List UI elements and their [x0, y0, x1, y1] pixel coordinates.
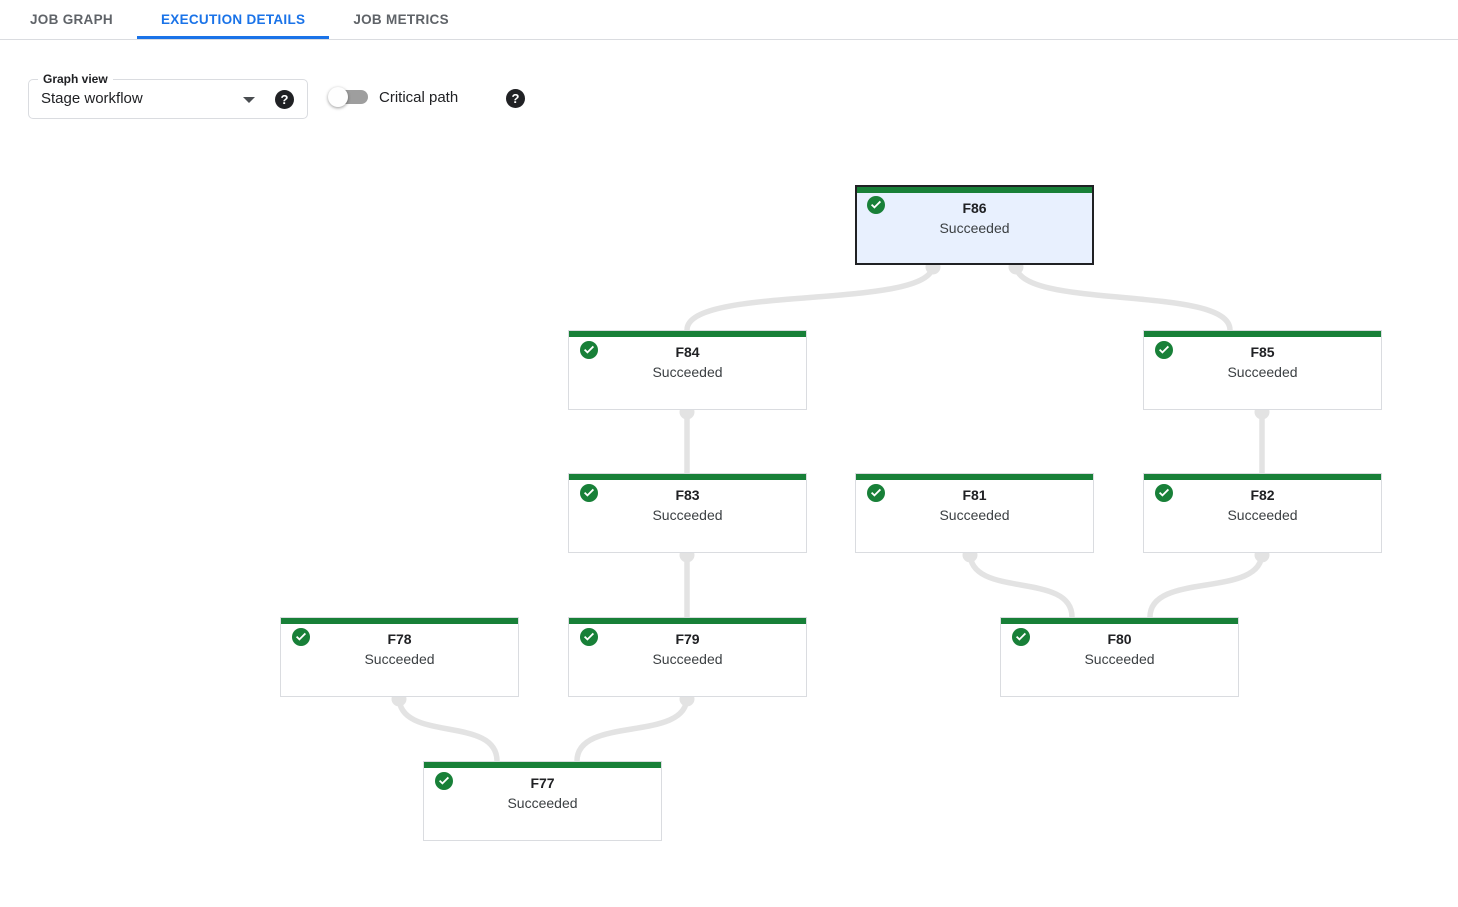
node-title: F82	[1250, 487, 1275, 503]
node-title: F85	[1250, 344, 1275, 360]
node-status-text: Succeeded	[507, 795, 578, 811]
node-status-bar	[424, 762, 661, 768]
stage-node-F79[interactable]: F79 Succeeded	[568, 617, 807, 697]
node-title: F83	[675, 487, 700, 503]
stage-node-F81[interactable]: F81 Succeeded	[855, 473, 1094, 553]
check-circle-icon	[292, 628, 310, 646]
node-status-bar	[1001, 618, 1238, 624]
graph-view-label: Graph view	[38, 71, 113, 87]
stage-node-F82[interactable]: F82 Succeeded	[1143, 473, 1382, 553]
critical-path-label: Critical path	[379, 89, 459, 106]
node-title: F81	[962, 487, 987, 503]
node-title: F78	[387, 631, 412, 647]
graph-view-value: Stage workflow	[41, 90, 143, 107]
check-circle-icon	[867, 484, 885, 502]
node-status-bar	[281, 618, 518, 624]
node-title: F80	[1107, 631, 1132, 647]
tab-execution-details[interactable]: EXECUTION DETAILS	[137, 0, 329, 39]
edge-F86-F84	[684, 264, 936, 331]
tab-job-metrics[interactable]: JOB METRICS	[353, 12, 449, 27]
stage-node-F78[interactable]: F78 Succeeded	[280, 617, 519, 697]
check-circle-icon	[1012, 628, 1030, 646]
check-circle-icon	[580, 341, 598, 359]
node-status-text: Succeeded	[1227, 364, 1298, 380]
critical-path-help-icon[interactable]: ?	[506, 89, 525, 108]
node-title: F79	[675, 631, 700, 647]
node-title: F77	[530, 775, 555, 791]
node-status-bar	[1144, 474, 1381, 480]
stage-node-F85[interactable]: F85 Succeeded	[1143, 330, 1382, 410]
stage-node-F86[interactable]: F86 Succeeded	[855, 185, 1094, 265]
check-circle-icon	[580, 628, 598, 646]
node-status-text: Succeeded	[652, 507, 723, 523]
node-status-text: Succeeded	[652, 651, 723, 667]
graph-view-select[interactable]: Graph view Stage workflow ?	[28, 71, 308, 119]
stage-node-F84[interactable]: F84 Succeeded	[568, 330, 807, 410]
node-status-text: Succeeded	[939, 507, 1010, 523]
node-status-bar	[569, 331, 806, 337]
check-circle-icon	[867, 196, 885, 214]
node-status-text: Succeeded	[652, 364, 723, 380]
node-title: F86	[962, 200, 987, 216]
edge-F81-F80	[967, 552, 1075, 618]
node-title: F84	[675, 344, 700, 360]
node-status-bar	[857, 187, 1092, 193]
dropdown-arrow-icon	[243, 97, 255, 103]
edge-F86-F85	[1013, 264, 1233, 331]
node-status-text: Succeeded	[364, 651, 435, 667]
stage-node-F77[interactable]: F77 Succeeded	[423, 761, 662, 841]
node-status-bar	[1144, 331, 1381, 337]
check-circle-icon	[1155, 341, 1173, 359]
node-status-text: Succeeded	[1227, 507, 1298, 523]
toggle-knob	[328, 87, 348, 107]
check-circle-icon	[435, 772, 453, 790]
tab-job-graph[interactable]: JOB GRAPH	[30, 12, 113, 27]
check-circle-icon	[1155, 484, 1173, 502]
node-status-bar	[569, 474, 806, 480]
tab-bar: JOB GRAPH EXECUTION DETAILS JOB METRICS	[0, 0, 1458, 40]
graph-view-help-icon[interactable]: ?	[275, 90, 294, 109]
stage-node-F80[interactable]: F80 Succeeded	[1000, 617, 1239, 697]
stage-node-F83[interactable]: F83 Succeeded	[568, 473, 807, 553]
critical-path-toggle[interactable]	[328, 87, 368, 107]
edge-F82-F80	[1147, 552, 1265, 618]
node-status-text: Succeeded	[1084, 651, 1155, 667]
node-status-bar	[856, 474, 1093, 480]
node-status-text: Succeeded	[939, 220, 1010, 236]
edge-F78-F77	[396, 696, 500, 762]
edge-F79-F77	[574, 696, 690, 762]
node-status-bar	[569, 618, 806, 624]
check-circle-icon	[580, 484, 598, 502]
